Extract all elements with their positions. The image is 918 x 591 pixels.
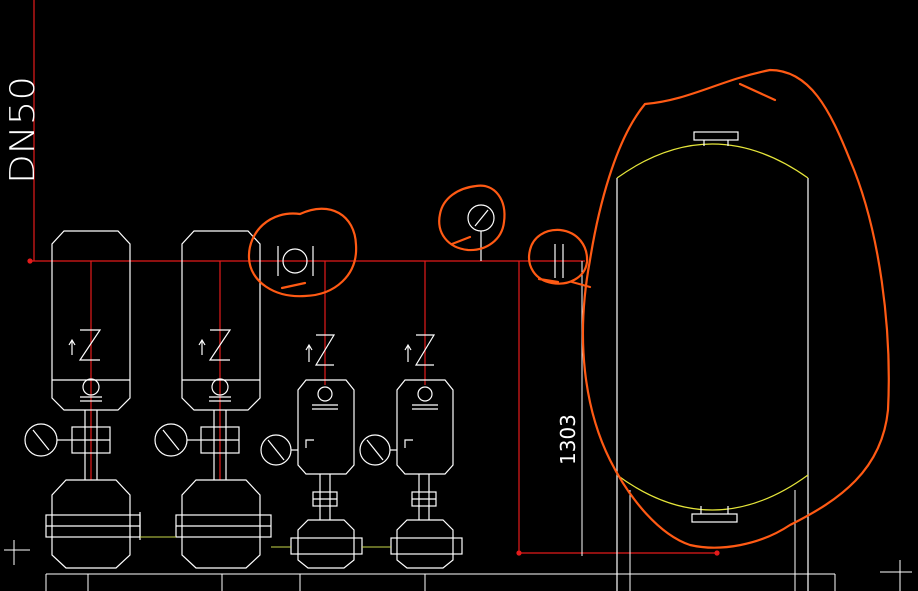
pump-unit-3[interactable] — [260, 334, 363, 569]
markup-circle-gauge — [438, 184, 506, 252]
pressure-tank[interactable] — [616, 131, 809, 591]
pump-unit-2[interactable] — [154, 230, 272, 569]
ground-frame — [45, 573, 836, 591]
markup-annotations — [247, 68, 890, 549]
markup-circle-tank — [581, 68, 890, 549]
corner-marks — [4, 540, 912, 591]
markup-circle-valve — [247, 207, 358, 298]
pump-2-vessel — [181, 230, 261, 411]
markup-circle-flange — [528, 228, 592, 289]
flange-connector-icon[interactable] — [554, 244, 564, 278]
electrical-cable — [140, 536, 391, 548]
gate-valve-icon[interactable] — [277, 246, 314, 276]
tank-bottom-nozzle-icon — [691, 506, 738, 523]
pump-3-motor — [297, 519, 355, 569]
pump-2-motor — [181, 479, 261, 569]
tank-bottom-cap — [616, 474, 809, 511]
pipe-size-label: DN50 — [3, 76, 43, 184]
pump-1-vessel — [51, 230, 131, 411]
tank-top-nozzle-icon — [693, 131, 739, 146]
pump-4-motor — [396, 519, 454, 569]
pump-4-body — [396, 379, 454, 475]
pump-unit-4[interactable] — [359, 334, 463, 569]
header-pressure-gauge-icon[interactable] — [467, 204, 495, 261]
pump-3-body — [297, 379, 355, 475]
tank-top-cap — [616, 143, 809, 179]
pump-1-motor — [51, 479, 131, 569]
pump-unit-1[interactable] — [24, 230, 141, 569]
dimension-label: 1303 — [556, 414, 580, 465]
